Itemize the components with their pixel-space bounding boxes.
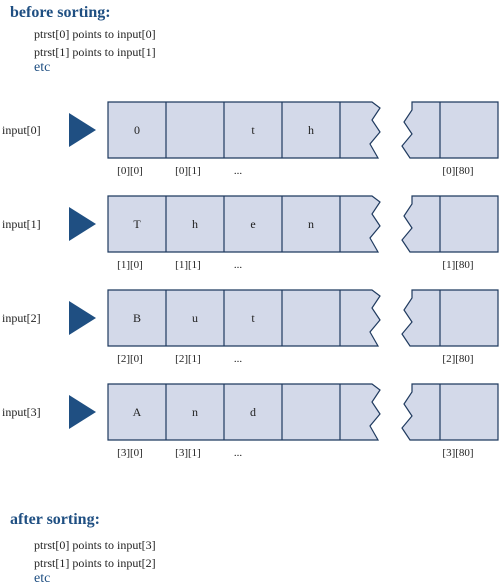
index-label: [1][0] [117,259,143,271]
cell-char: e [250,217,255,231]
pointer-arrow-icon [69,301,96,335]
array-row-left [107,383,381,441]
row-label: input[0] [2,123,41,137]
index-label: [2][0] [117,353,143,365]
index-label: ... [234,447,243,459]
array-row-right [401,195,499,253]
cell-char: d [250,405,256,419]
array-row-right [401,289,499,347]
cell-char: t [251,311,255,325]
cell-char: B [133,311,141,325]
cell-char: t [251,123,255,137]
row-label: input[3] [2,405,41,419]
index-label: [3][1] [175,447,201,459]
array-row-left [107,195,381,253]
index-label: [0][0] [117,165,143,177]
after-line-0: ptrst[0] points to input[3] [34,538,156,552]
before-sorting-heading: before sorting: [10,4,111,21]
index-label: ... [234,259,243,271]
index-label: ... [234,353,243,365]
index-label: [0][1] [175,165,201,177]
array-row-left [107,101,381,159]
array-row-right [401,383,499,441]
index-label: [3][80] [442,447,473,459]
index-label: [2][1] [175,353,201,365]
index-label: [1][1] [175,259,201,271]
index-label: [3][0] [117,447,143,459]
cell-char: h [192,217,198,231]
index-label: [2][80] [442,353,473,365]
after-etc: etc [34,571,51,586]
before-etc: etc [34,60,51,75]
before-line-0: ptrst[0] points to input[0] [34,27,156,41]
cell-char: h [308,123,314,137]
pointer-arrow-icon [69,207,96,241]
after-line-1: ptrst[1] points to input[2] [34,556,156,570]
array-row-right [401,101,499,159]
index-label: [0][80] [442,165,473,177]
cell-char: u [192,311,198,325]
row-label: input[1] [2,217,41,231]
pointer-arrow-icon [69,395,96,429]
array-row-left [107,289,381,347]
row-label: input[2] [2,311,41,325]
pointer-arrow-icon [69,113,96,147]
index-label: [1][80] [442,259,473,271]
cell-char: T [133,217,141,231]
after-sorting-heading: after sorting: [10,511,100,528]
cell-char: 0 [134,123,140,137]
cell-char: n [308,217,314,231]
index-label: ... [234,165,243,177]
cell-char: n [192,405,198,419]
cell-char: A [133,405,142,419]
before-line-1: ptrst[1] points to input[1] [34,45,156,59]
